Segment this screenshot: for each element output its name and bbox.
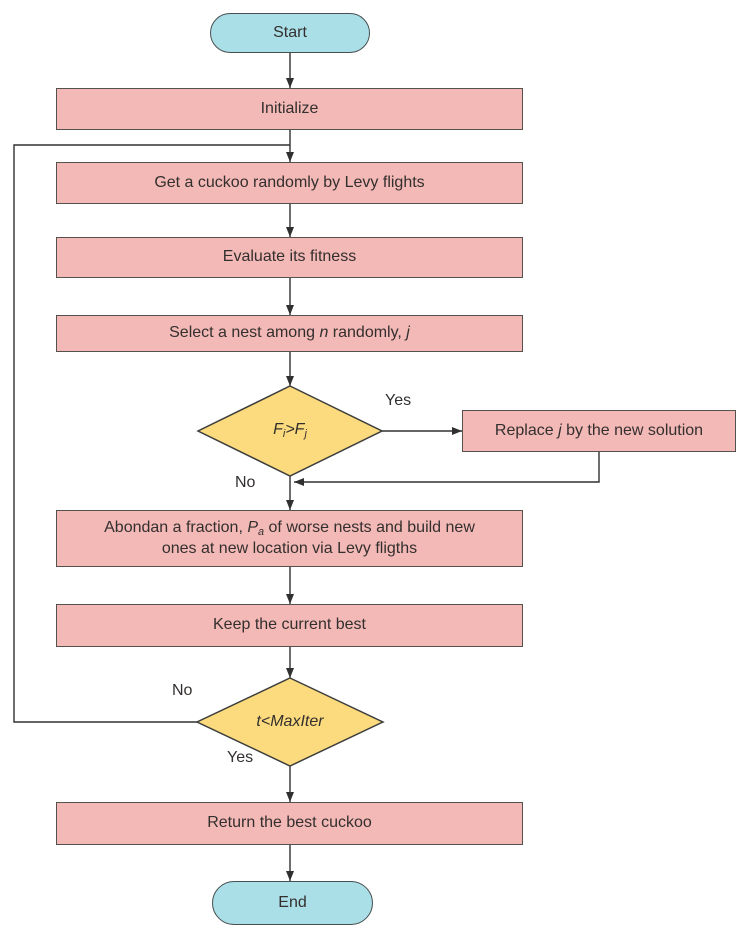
maxiter-condition: t<MaxIter (256, 713, 324, 730)
decision-maxiter-label: t<MaxIter (197, 678, 383, 766)
fitness-condition: Fi>Fj (273, 421, 307, 441)
keep-best-label: Keep the current best (213, 616, 366, 634)
keep-best-node: Keep the current best (56, 604, 523, 647)
decision-fitness-label: Fi>Fj (198, 386, 382, 476)
iter-no-label: No (172, 682, 193, 699)
get-cuckoo-node: Get a cuckoo randomly by Levy flights (56, 162, 523, 204)
start-label: Start (273, 23, 307, 41)
abandon-nests-label: Abondan a fraction, Pa of worse nests an… (104, 518, 475, 557)
replace-solution-label: Replace j by the new solution (494, 421, 704, 439)
fitness-no-label: No (235, 474, 256, 491)
decision-fitness-diamond (196, 385, 384, 477)
end-label: End (278, 893, 307, 911)
select-nest-node: Select a nest among n randomly, j (56, 315, 523, 352)
decision-maxiter-diamond (195, 677, 385, 767)
initialize-label: Initialize (260, 99, 319, 117)
start-node: Start (210, 13, 370, 53)
evaluate-fitness-node: Evaluate its fitness (56, 237, 523, 278)
replace-solution-node: Replace j by the new solution (462, 410, 736, 452)
end-node: End (212, 881, 373, 925)
evaluate-fitness-label: Evaluate its fitness (222, 248, 357, 266)
fitness-yes-label: Yes (385, 392, 412, 409)
return-best-node: Return the best cuckoo (56, 802, 523, 845)
iter-yes-label: Yes (227, 749, 254, 766)
edge-loopback-no (13, 144, 290, 723)
return-best-label: Return the best cuckoo (207, 814, 372, 832)
initialize-node: Initialize (56, 88, 523, 130)
abandon-nests-node: Abondan a fraction, Pa of worse nests an… (56, 510, 523, 567)
select-nest-label: Select a nest among n randomly, j (169, 324, 410, 342)
edge-replace-return (294, 452, 600, 486)
get-cuckoo-label: Get a cuckoo randomly by Levy flights (154, 173, 425, 191)
